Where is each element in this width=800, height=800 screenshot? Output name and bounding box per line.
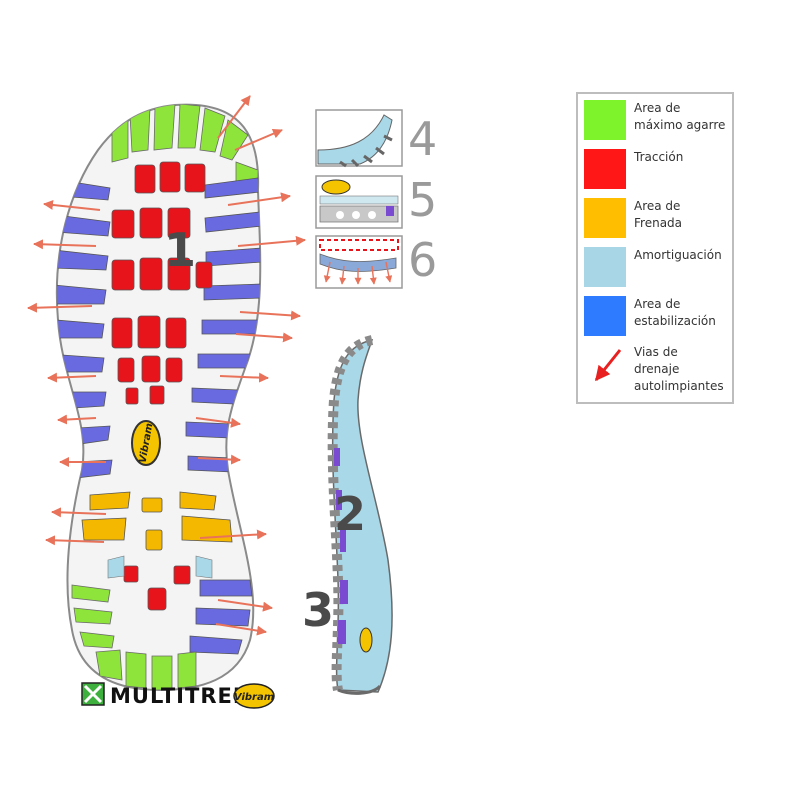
grip-zone-heel xyxy=(71,584,197,690)
callout-2: 2 xyxy=(334,487,366,541)
legend-label: Area de máximo agarre xyxy=(634,101,726,132)
legend-label: Area de Frenada xyxy=(634,199,683,230)
side-profile: 2 3 xyxy=(302,335,393,695)
purple-inserts xyxy=(334,448,348,644)
callout-6: 6 xyxy=(408,233,437,287)
drain-arrow xyxy=(45,535,105,546)
legend-label: Amortiguación xyxy=(634,248,722,262)
drain-arrow xyxy=(27,302,93,313)
detail-5: 5 xyxy=(315,173,437,229)
drain-arrow xyxy=(234,128,283,151)
callout-3: 3 xyxy=(302,583,334,637)
drain-arrow xyxy=(235,332,293,343)
drain-arrow xyxy=(237,235,306,247)
drain-arrow xyxy=(217,95,251,139)
legend-swatch xyxy=(584,296,626,336)
arrow-icon xyxy=(594,349,622,382)
vibram-center-badge: Vibram xyxy=(131,420,161,466)
legend-label: Vias de drenaje autolimpiantes xyxy=(634,345,724,393)
drain-arrow xyxy=(239,310,301,321)
drain-arrow xyxy=(51,507,107,518)
drainage-arrows xyxy=(27,95,306,636)
drain-arrow xyxy=(57,414,97,425)
legend-swatch xyxy=(584,149,626,189)
vibram-logo-text: Vibram xyxy=(234,692,274,703)
legend-label: Area de estabilización xyxy=(634,297,716,328)
detail-6: 6 xyxy=(315,233,437,289)
callout-5: 5 xyxy=(408,173,437,227)
callout-4: 4 xyxy=(408,112,437,166)
grip-zone-toe xyxy=(111,104,259,187)
multitrek-logo: MULTITREK xyxy=(81,682,250,708)
drain-arrow xyxy=(195,417,241,428)
drain-arrow xyxy=(227,192,291,206)
drain-arrow xyxy=(33,239,97,250)
legend-item-drainage: Vias de drenaje autolimpiantes xyxy=(584,344,734,393)
vibram-logo: Vibram xyxy=(233,683,275,709)
traction-blocks xyxy=(111,161,213,611)
detail-4: 4 xyxy=(315,109,437,168)
callout-1: 1 xyxy=(164,223,196,277)
multitrek-text: MULTITREK xyxy=(110,684,250,708)
legend-swatch xyxy=(584,247,626,287)
braking-blocks xyxy=(81,491,233,551)
drain-arrow xyxy=(219,372,269,383)
drain-arrow xyxy=(47,372,97,383)
drain-arrow xyxy=(197,454,241,465)
cushioning-accents xyxy=(107,555,213,579)
outsole-view: Vibram xyxy=(55,103,262,692)
drain-arrow xyxy=(199,529,267,540)
legend-swatch xyxy=(584,100,626,140)
drain-arrow xyxy=(217,599,273,612)
legend: Area de máximo agarre Tracción Area de F… xyxy=(576,92,734,404)
drain-arrow xyxy=(43,199,101,211)
legend-label: Tracción xyxy=(634,150,684,164)
legend-swatch xyxy=(584,198,626,238)
drain-arrow xyxy=(215,623,267,636)
